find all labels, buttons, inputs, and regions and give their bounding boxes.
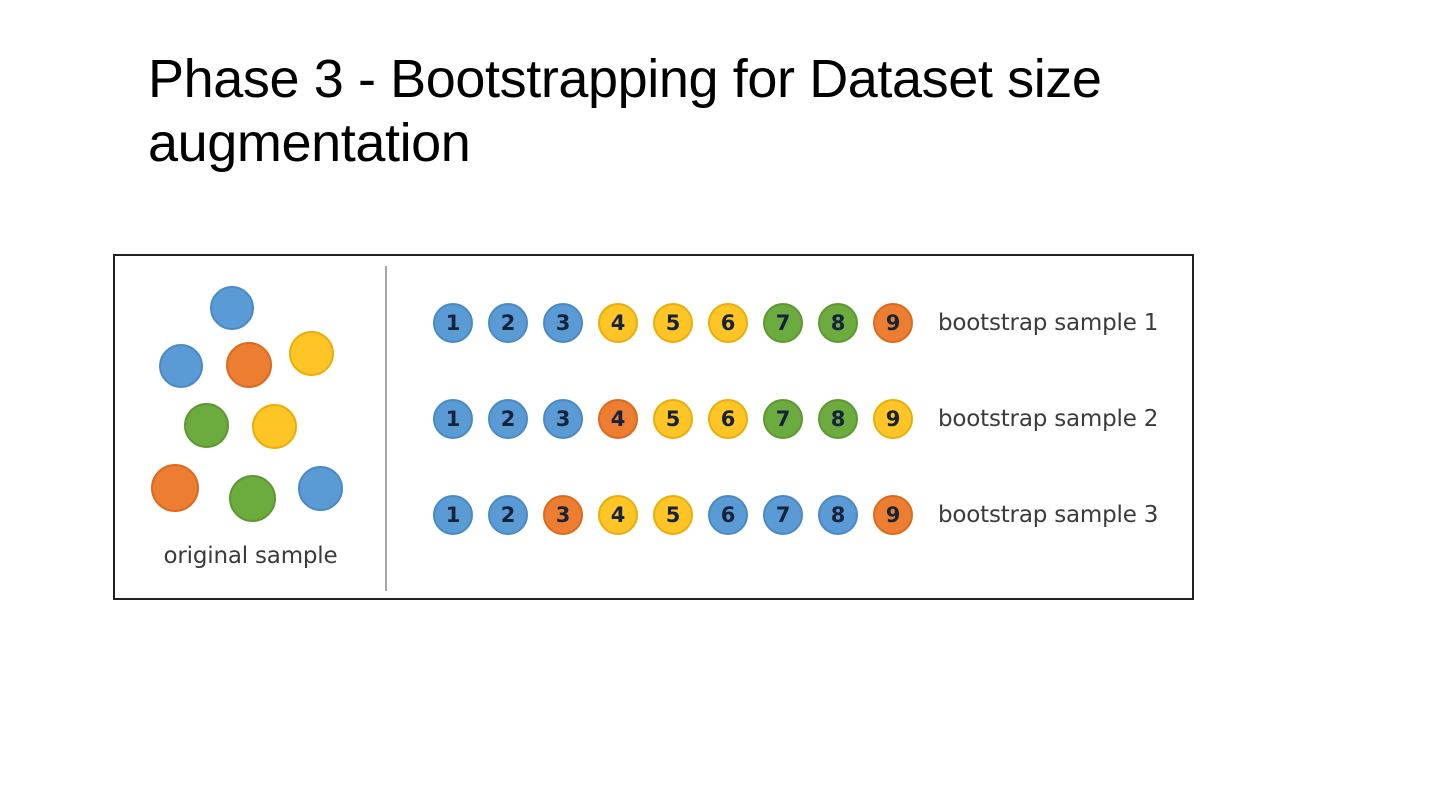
original-sample-dot [229, 475, 276, 522]
bootstrap-sample-label: bootstrap sample 1 [938, 310, 1159, 336]
bootstrap-sample-dot: 3 [543, 303, 583, 343]
bootstrap-sample-dot: 7 [763, 399, 803, 439]
original-sample-panel: original sample [115, 256, 386, 598]
original-sample-dot [226, 342, 272, 388]
bootstrap-sample-dot: 7 [763, 495, 803, 535]
bootstrap-sample-dot: 4 [598, 303, 638, 343]
bootstrap-sample-dot: 6 [708, 495, 748, 535]
bootstrap-sample-dot: 5 [653, 303, 693, 343]
original-sample-dot [151, 464, 199, 512]
bootstrap-sample-dot: 6 [708, 399, 748, 439]
bootstrap-sample-dot: 9 [873, 399, 913, 439]
bootstrap-sample-dot: 4 [598, 399, 638, 439]
original-sample-label: original sample [163, 543, 338, 569]
panel-divider [385, 266, 387, 591]
bootstrap-sample-dot: 4 [598, 495, 638, 535]
bootstrap-sample-dot: 6 [708, 303, 748, 343]
bootstrap-sample-dot: 5 [653, 495, 693, 535]
bootstrap-sample-label: bootstrap sample 3 [938, 502, 1159, 528]
bootstrap-sample-dot: 3 [543, 495, 583, 535]
original-sample-dot [289, 331, 334, 376]
bootstrap-sample-dot: 1 [433, 303, 473, 343]
bootstrap-sample-dot: 5 [653, 399, 693, 439]
bootstrap-sample-dot: 9 [873, 303, 913, 343]
bootstrap-sample-dot: 2 [488, 303, 528, 343]
bootstrap-sample-dot: 2 [488, 495, 528, 535]
bootstrap-sample-dot: 7 [763, 303, 803, 343]
bootstrap-sample-dot: 8 [818, 399, 858, 439]
bootstrap-sample-dot: 2 [488, 399, 528, 439]
bootstrap-sample-dot: 8 [818, 495, 858, 535]
original-sample-dot [184, 403, 229, 448]
original-sample-dot [210, 286, 254, 330]
bootstrap-sample-dot: 9 [873, 495, 913, 535]
original-sample-dot [252, 404, 297, 449]
original-sample-dot [159, 344, 203, 388]
page-title: Phase 3 - Bootstrapping for Dataset size… [148, 49, 1117, 173]
bootstrap-sample-dot: 8 [818, 303, 858, 343]
original-sample-dot [298, 466, 343, 511]
bootstrap-sample-dot: 1 [433, 399, 473, 439]
bootstrap-sample-label: bootstrap sample 2 [938, 406, 1159, 432]
bootstrap-sample-dot: 3 [543, 399, 583, 439]
bootstrap-sample-dot: 1 [433, 495, 473, 535]
